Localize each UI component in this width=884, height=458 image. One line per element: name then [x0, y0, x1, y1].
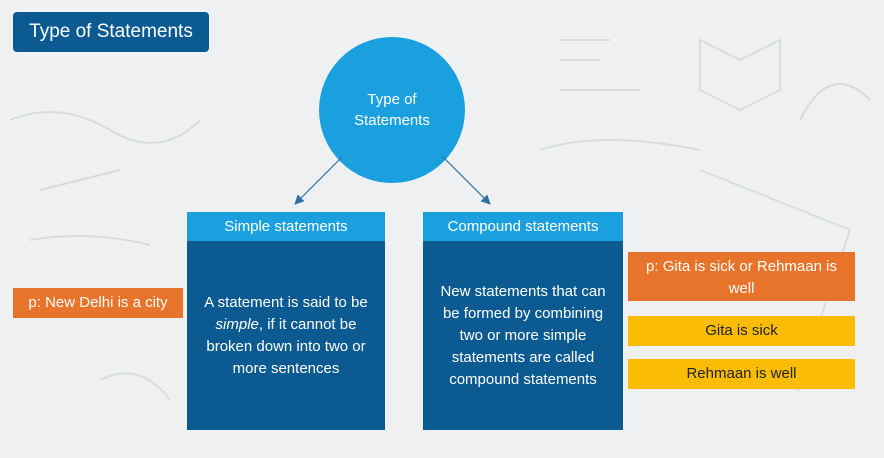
simple-statements-header: Simple statements	[187, 212, 385, 241]
compound-definition-text: New statements that can be formed by com…	[440, 282, 606, 388]
simple-definition-text: A statement is said to be simple, if it …	[204, 293, 368, 377]
component-statement-1: Gita is sick	[628, 316, 855, 346]
circle-label: Type of Statements	[354, 91, 430, 129]
compound-example-box: p: Gita is sick or Rehmaan is well	[628, 252, 855, 301]
title-badge: Type of Statements	[13, 12, 209, 52]
component-statement-2: Rehmaan is well	[628, 359, 855, 389]
simple-statements-definition: A statement is said to be simple, if it …	[187, 241, 385, 430]
compound-statements-definition: New statements that can be formed by com…	[423, 241, 623, 430]
compound-statements-header: Compound statements	[423, 212, 623, 241]
type-of-statements-circle: Type of Statements	[319, 37, 465, 183]
simple-example-box: p: New Delhi is a city	[13, 288, 183, 318]
